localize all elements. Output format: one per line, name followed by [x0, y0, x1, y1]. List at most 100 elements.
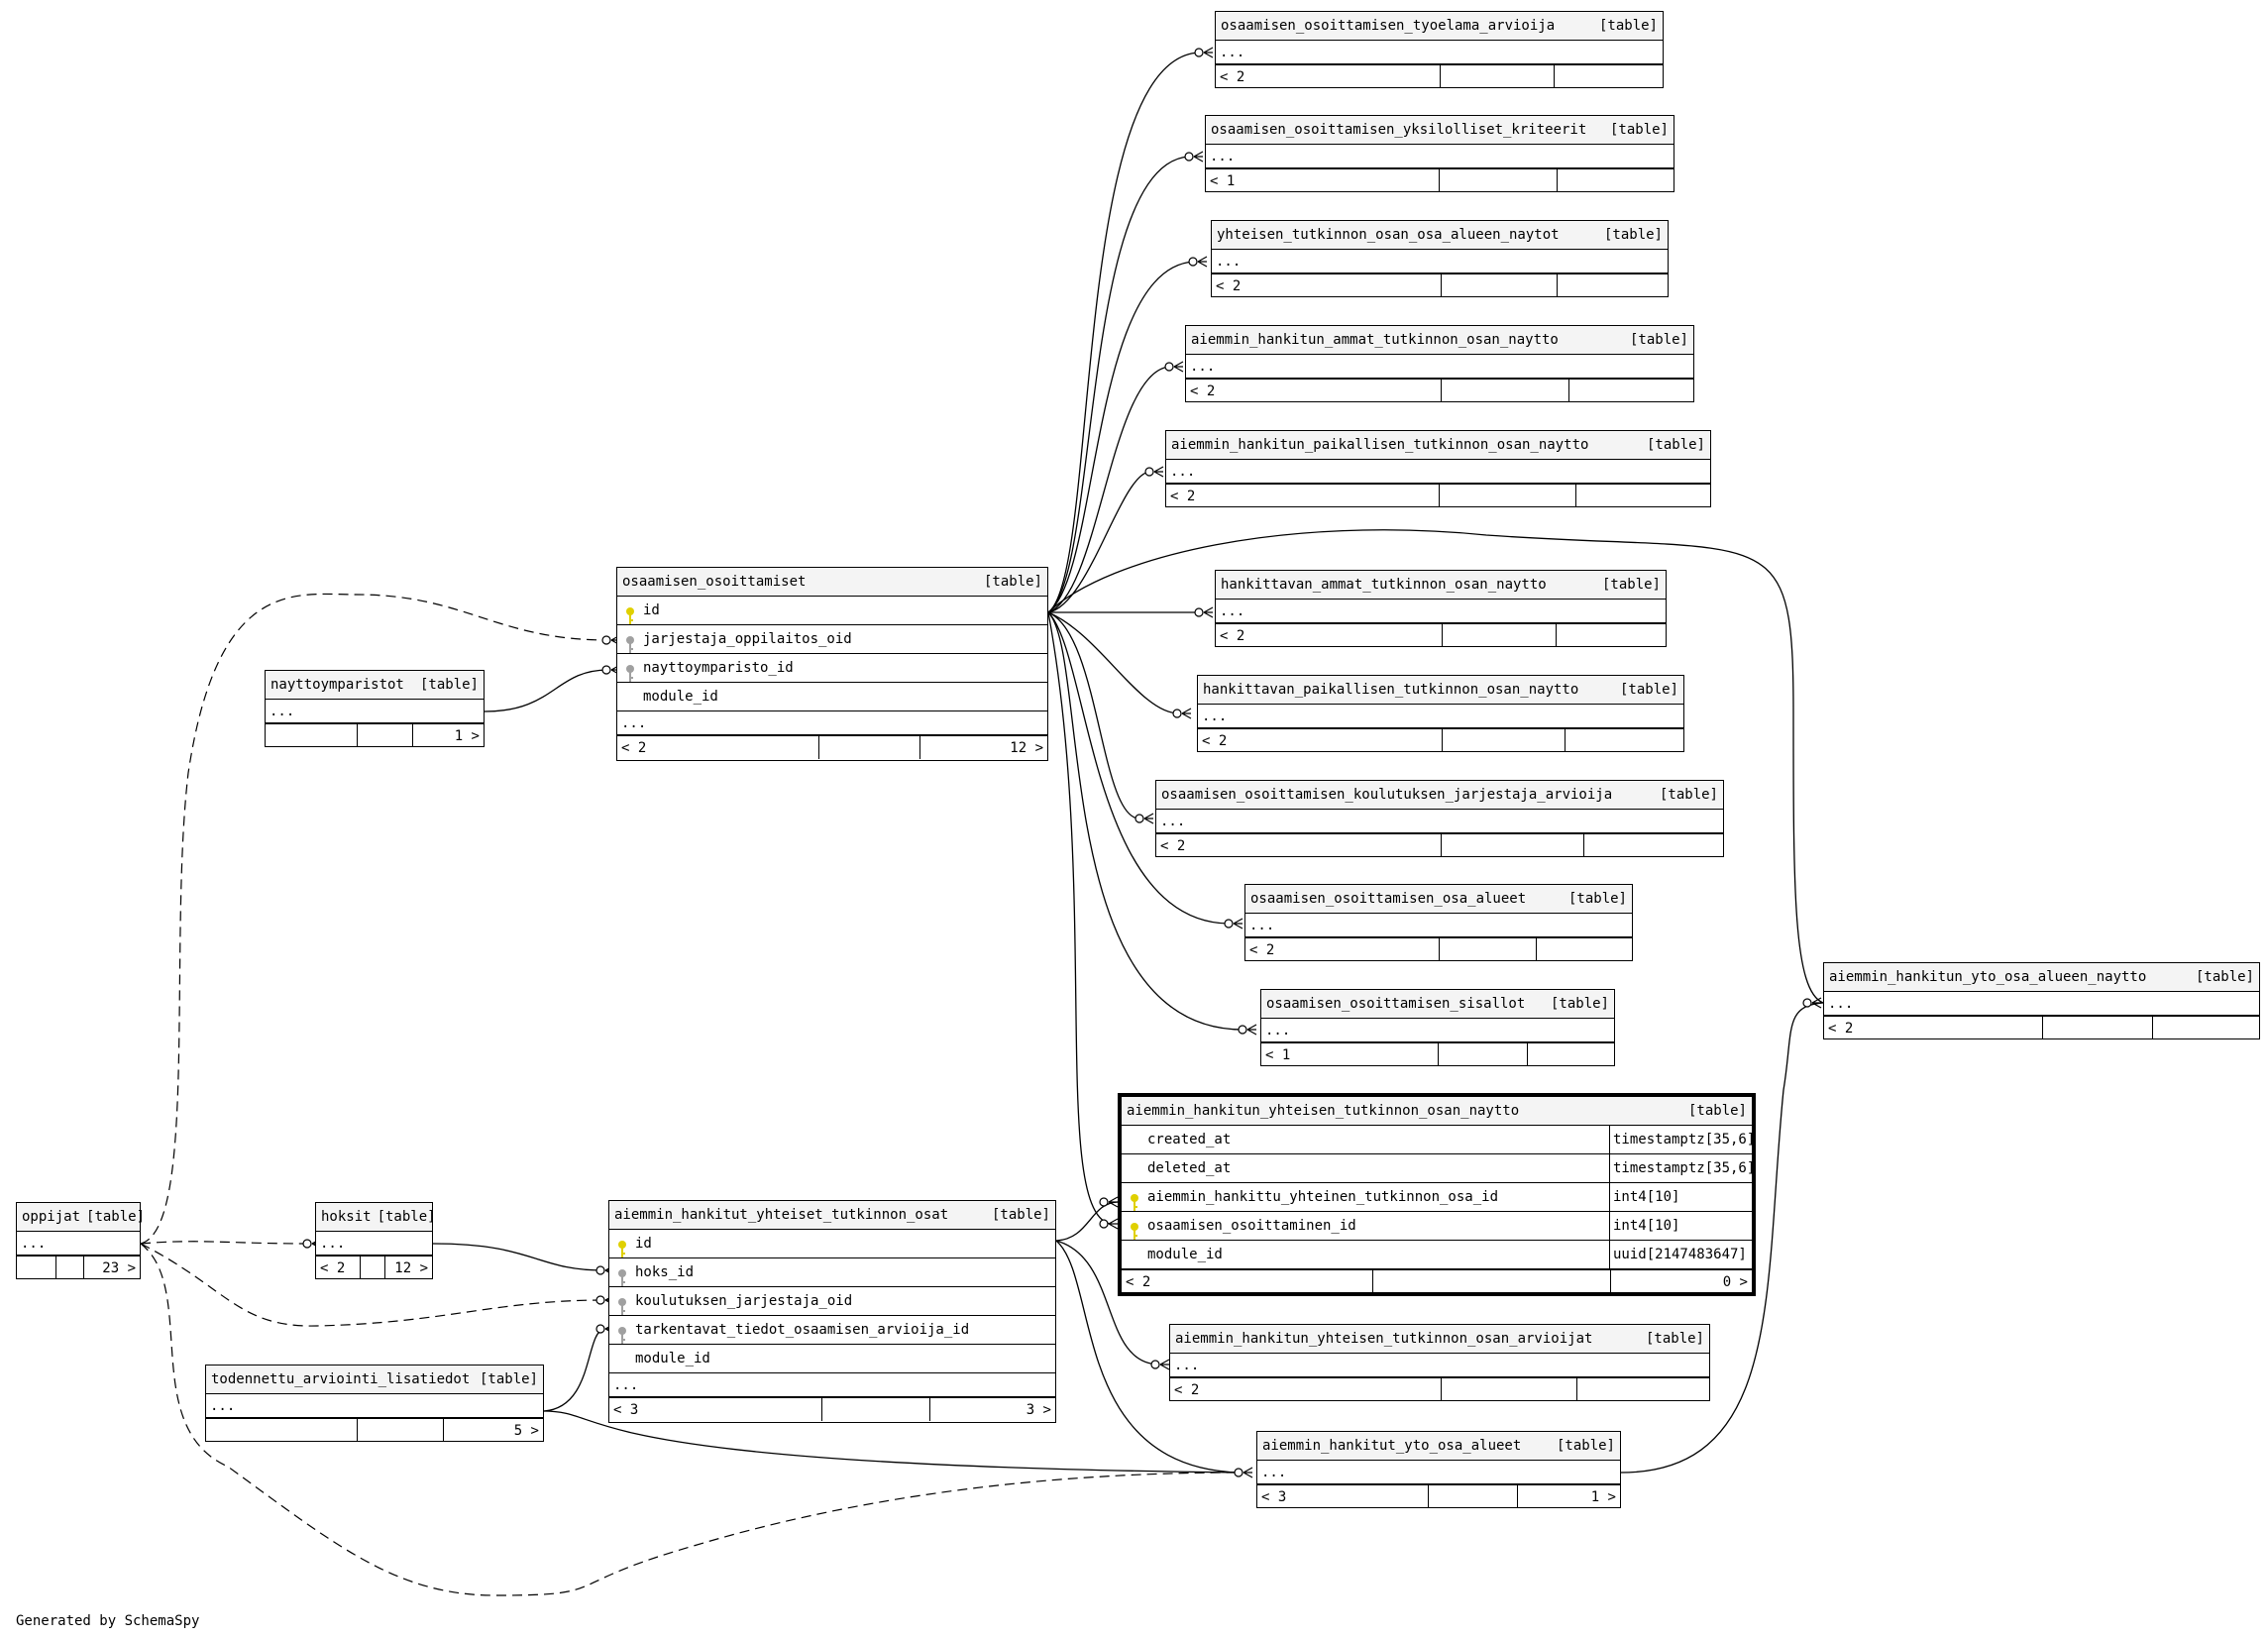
ellipsis-row: ...: [1216, 600, 1666, 623]
primary-key-icon: [626, 607, 634, 624]
table-header: osaamisen_osoittamiset[table]: [617, 568, 1047, 597]
crow-foot-icon: [1172, 708, 1192, 719]
table-header: hankittavan_paikallisen_tutkinnon_osan_n…: [1198, 676, 1683, 705]
edge-oo-t8: [1047, 611, 1140, 820]
table-aiemmin-hankitun-yto-osa-alueen-naytto[interactable]: aiemmin_hankitun_yto_osa_alueen_naytto[t…: [1823, 962, 2260, 1039]
edge-oppijat-oo: [140, 593, 609, 1245]
ellipsis-row: ...: [17, 1232, 140, 1256]
column-row: module_id: [617, 683, 1047, 711]
edge-t13-t11: [1620, 1002, 1824, 1474]
column-row: koulutuksen_jarjestaja_oid: [609, 1287, 1055, 1316]
edge-oo-t7: [1047, 611, 1180, 714]
column-row: aiemmin_hankittu_yhteinen_tutkinnon_osa_…: [1122, 1183, 1752, 1212]
table-footer: 5 >: [206, 1418, 543, 1442]
table-footer: < 2: [1198, 728, 1683, 752]
edge-oo-t1: [1047, 52, 1200, 613]
ellipsis-row: ...: [1245, 914, 1632, 937]
crow-foot-icon: [1184, 151, 1204, 163]
table-osaamisen-osoittamiset[interactable]: osaamisen_osoittamiset[table] id jarjest…: [616, 567, 1048, 761]
column-row: jarjestaja_oppilaitos_oid: [617, 625, 1047, 654]
table-aiemmin-hankitun-yhteisen-tutkinnon-osan-arvioijat[interactable]: aiemmin_hankitun_yhteisen_tutkinnon_osan…: [1169, 1324, 1710, 1401]
crow-foot-icon: [1194, 47, 1214, 58]
primary-key-icon: [1131, 1194, 1138, 1211]
column-type: int4[10]: [1609, 1183, 1752, 1211]
table-aiemmin-hankitut-yhteiset-tutkinnon-osat[interactable]: aiemmin_hankitut_yhteiset_tutkinnon_osat…: [608, 1200, 1056, 1423]
ellipsis-row: ...: [1156, 810, 1723, 833]
edge-oo-t2: [1047, 156, 1190, 613]
column-row: module_id: [609, 1345, 1055, 1373]
table-footer: < 1: [1206, 168, 1674, 192]
table-header: aiemmin_hankitun_paikallisen_tutkinnon_o…: [1166, 431, 1710, 460]
table-header: osaamisen_osoittamisen_koulutuksen_jarje…: [1156, 781, 1723, 810]
ellipsis-row: ...: [1166, 460, 1710, 484]
table-hankittavan-ammat-tutkinnon-osan-naytto[interactable]: hankittavan_ammat_tutkinnon_osan_naytto[…: [1215, 570, 1667, 647]
crow-foot-icon: [1802, 997, 1822, 1009]
column-type: uuid[2147483647]: [1609, 1241, 1752, 1268]
table-osaamisen-osoittamisen-osa-alueet[interactable]: osaamisen_osoittamisen_osa_alueet[table]…: [1244, 884, 1633, 961]
edge-oo-t3: [1047, 261, 1195, 613]
ellipsis-row: ...: [1212, 250, 1668, 273]
table-hankittavan-paikallisen-tutkinnon-osan-naytto[interactable]: hankittavan_paikallisen_tutkinnon_osan_n…: [1197, 675, 1684, 752]
table-header: aiemmin_hankitun_yhteisen_tutkinnon_osan…: [1170, 1325, 1709, 1354]
table-footer: < 2: [1216, 623, 1666, 647]
table-aiemmin-hankitun-yhteisen-tutkinnon-osan-naytto[interactable]: aiemmin_hankitun_yhteisen_tutkinnon_osan…: [1118, 1093, 1756, 1296]
crow-foot-icon: [1134, 813, 1154, 824]
table-footer: < 2: [1212, 273, 1668, 297]
ellipsis-row: ...: [1257, 1461, 1620, 1484]
table-header: aiemmin_hankitut_yhteiset_tutkinnon_osat…: [609, 1201, 1055, 1230]
table-todennettu-arviointi-lisatiedot[interactable]: todennettu_arviointi_lisatiedot[table] .…: [205, 1365, 544, 1442]
edge-oo-t11: [1047, 529, 1824, 1004]
table-osaamisen-osoittamisen-tyoelama-arvioija[interactable]: osaamisen_osoittamisen_tyoelama_arvioija…: [1215, 11, 1664, 88]
table-footer: < 2: [1245, 937, 1632, 961]
table-osaamisen-osoittamisen-sisallot[interactable]: osaamisen_osoittamisen_sisallot[table] .…: [1260, 989, 1615, 1066]
table-header: hoksit[table]: [316, 1203, 436, 1232]
edge-oppijat-ahy: [140, 1243, 605, 1327]
ellipsis-row: ...: [316, 1232, 432, 1256]
crow-foot-icon: [601, 664, 621, 676]
table-footer: < 2: [1166, 484, 1710, 507]
edge-ahy-t12: [1055, 1240, 1160, 1366]
ellipsis-row: ...: [206, 1394, 543, 1418]
ellipsis-row: ...: [1216, 41, 1663, 64]
edge-tod-t13: [543, 1410, 1240, 1474]
table-yhteisen-tutkinnon-osan-osa-alueen-naytot[interactable]: yhteisen_tutkinnon_osan_osa_alueen_nayto…: [1211, 220, 1669, 297]
table-osaamisen-osoittamisen-yksilolliset-kriteerit[interactable]: osaamisen_osoittamisen_yksilolliset_krit…: [1205, 115, 1674, 192]
edge-oo-t9: [1047, 611, 1230, 925]
column-row: tarkentavat_tiedot_osaamisen_arvioija_id: [609, 1316, 1055, 1345]
ellipsis-row: ...: [609, 1373, 1055, 1397]
table-header: yhteisen_tutkinnon_osan_osa_alueen_nayto…: [1212, 221, 1668, 250]
edge-ahy-main: [1055, 1201, 1119, 1242]
column-type: int4[10]: [1609, 1212, 1752, 1240]
ellipsis-row: ...: [1824, 992, 2259, 1016]
edge-oo-main: [1047, 611, 1111, 1225]
crow-foot-icon: [1144, 466, 1164, 478]
table-header: osaamisen_osoittamisen_yksilolliset_krit…: [1206, 116, 1674, 145]
table-oppijat[interactable]: oppijat[table] ... 23 >: [16, 1202, 145, 1279]
table-footer: < 2: [1170, 1377, 1709, 1401]
table-aiemmin-hankitun-paikallisen-tutkinnon-osan-naytto[interactable]: aiemmin_hankitun_paikallisen_tutkinnon_o…: [1165, 430, 1711, 507]
table-osaamisen-osoittamisen-koulutuksen-jarjestaja-arvioija[interactable]: osaamisen_osoittamisen_koulutuksen_jarje…: [1155, 780, 1724, 857]
table-footer: < 2: [1824, 1016, 2259, 1039]
table-nayttoymparistot[interactable]: nayttoymparistot[table] ... 1 >: [265, 670, 485, 747]
column-row: id: [609, 1230, 1055, 1258]
table-aiemmin-hankitut-yto-osa-alueet[interactable]: aiemmin_hankitut_yto_osa_alueet[table] .…: [1256, 1431, 1621, 1508]
crow-foot-icon: [1099, 1196, 1119, 1208]
table-header: aiemmin_hankitun_yto_osa_alueen_naytto[t…: [1824, 963, 2259, 992]
table-header: hankittavan_ammat_tutkinnon_osan_naytto[…: [1216, 571, 1666, 600]
edge-naytto-oo: [484, 669, 609, 712]
crow-foot-icon: [1164, 361, 1184, 373]
table-header: aiemmin_hankitun_yhteisen_tutkinnon_osan…: [1122, 1097, 1752, 1126]
primary-key-icon: [1131, 1223, 1138, 1240]
table-aiemmin-hankitun-ammat-tutkinnon-osan-naytto[interactable]: aiemmin_hankitun_ammat_tutkinnon_osan_na…: [1185, 325, 1694, 402]
crow-foot-icon: [1234, 1467, 1253, 1478]
generated-by-credit: Generated by SchemaSpy: [16, 1613, 200, 1629]
foreign-key-icon: [618, 1298, 626, 1315]
edge-ahy-t13: [1055, 1240, 1240, 1474]
